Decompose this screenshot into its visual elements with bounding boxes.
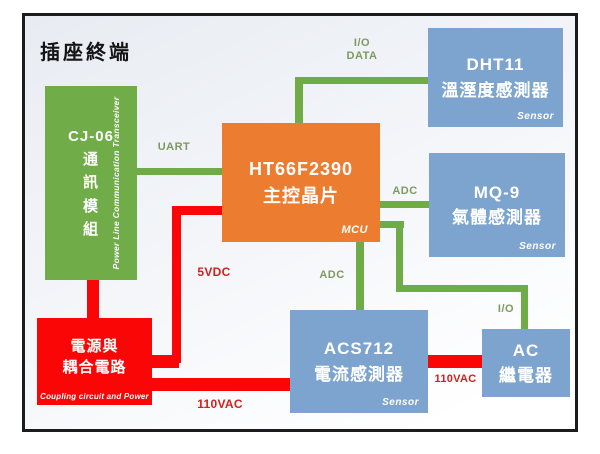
mq9-sensor-tag: Sensor — [519, 241, 556, 252]
io-relay-wire-seg3 — [396, 285, 528, 292]
io-data-label: I/O DATA — [346, 37, 378, 62]
ac-relay-label: AC 繼電器 — [499, 340, 553, 386]
mq9-sensor-block: MQ-9 氣體感測器 Sensor — [429, 153, 565, 257]
mcu-tag: MCU — [341, 224, 368, 236]
power-coupling-block: 電源與 耦合電路 Coupling circuit and Power — [37, 318, 152, 405]
dht11-sensor-block: DHT11 溫溼度感測器 Sensor — [428, 28, 563, 127]
vdc-label: 5VDC — [197, 265, 231, 279]
mq9-sensor-label: MQ-9 氣體感測器 — [452, 182, 542, 228]
cj06-module-label: CJ-06 通 訊 模 組 — [68, 127, 114, 238]
vac-relay-wire — [428, 355, 483, 368]
io-relay-wire-seg2 — [396, 221, 403, 292]
power-coupling-wire — [87, 280, 99, 319]
ac-relay-block: AC 繼電器 — [482, 329, 570, 397]
io-relay-wire-seg4 — [521, 285, 528, 329]
acs712-sensor-tag: Sensor — [382, 397, 419, 408]
io-data-wire-horizontal — [295, 77, 428, 84]
mcu-block-label: HT66F2390 主控晶片 — [248, 158, 354, 206]
uart-wire — [137, 168, 222, 175]
acs712-sensor-block: ACS712 電流感測器 Sensor — [290, 310, 428, 413]
vac-relay-label: 110VAC — [434, 373, 477, 385]
dht11-sensor-tag: Sensor — [517, 111, 554, 122]
vac-main-wire — [151, 378, 291, 391]
mcu-block: HT66F2390 主控晶片 MCU — [222, 123, 380, 242]
vdc-wire-vertical — [172, 206, 181, 363]
adc-acs712-label: ADC — [319, 269, 345, 281]
io-relay-wire-seg1 — [380, 221, 404, 228]
dht11-sensor-label: DHT11 溫溼度感測器 — [441, 55, 550, 100]
power-coupling-tag: Coupling circuit and Power — [40, 392, 149, 401]
acs712-sensor-label: ACS712 電流感測器 — [314, 339, 404, 384]
adc-mq9-label: ADC — [392, 185, 418, 197]
cj06-side-label: Power Line Communication Transceiver — [111, 96, 121, 270]
adc-mq9-wire — [380, 201, 429, 208]
io-data-wire-vertical — [295, 77, 303, 125]
vac-main-label: 110VAC — [197, 397, 243, 411]
cj06-module-block: CJ-06 通 訊 模 組 Power Line Communication T… — [45, 86, 137, 280]
uart-label: UART — [157, 141, 191, 153]
adc-acs712-wire — [356, 242, 364, 310]
vdc-wire-stub — [151, 355, 179, 368]
io-relay-label: I/O — [497, 303, 515, 315]
diagram-title: 插座終端 — [40, 42, 132, 64]
power-coupling-label: 電源與 耦合電路 — [62, 337, 127, 376]
vdc-wire-horizontal — [177, 206, 222, 215]
